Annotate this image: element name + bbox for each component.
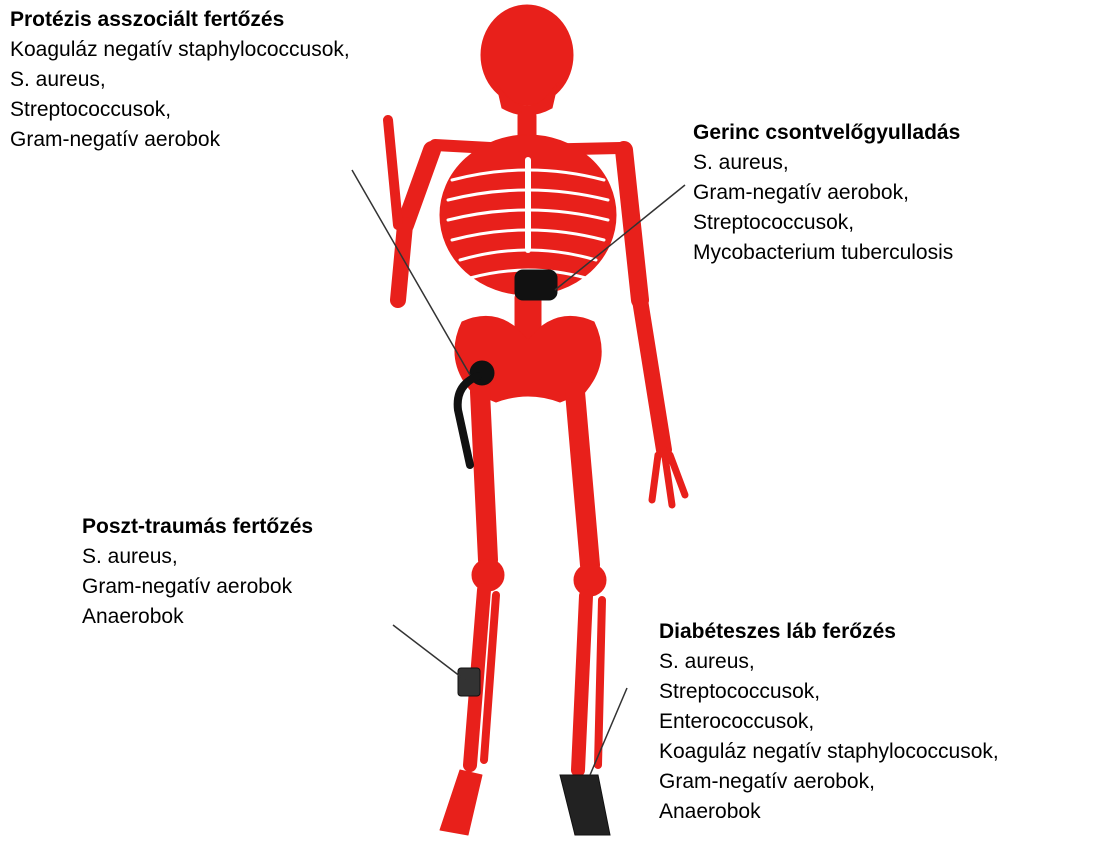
callout-prosthesis-item: Gram-negatív aerobok bbox=[10, 125, 350, 155]
callout-diabetic-item: Gram-negatív aerobok, bbox=[659, 767, 999, 797]
callout-trauma-item: Anaerobok bbox=[82, 602, 313, 632]
forearm-right bbox=[640, 300, 664, 450]
callout-prosthesis-item: S. aureus, bbox=[10, 65, 350, 95]
callout-diabetic-item: Enterococcusok, bbox=[659, 707, 999, 737]
callout-spine-title: Gerinc csontvelőgyulladás bbox=[693, 118, 960, 148]
callout-diabetic-item: Anaerobok bbox=[659, 797, 999, 827]
callout-prosthesis-item: Koaguláz negatív staphylococcusok, bbox=[10, 35, 350, 65]
hand-left bbox=[388, 120, 398, 225]
skeleton-bones bbox=[388, 5, 685, 835]
callout-spine-item: Mycobacterium tuberculosis bbox=[693, 238, 960, 268]
skull bbox=[481, 5, 573, 105]
callout-diabetic-item: Streptococcusok, bbox=[659, 677, 999, 707]
diabetic-foot-bones bbox=[560, 775, 610, 835]
humerus-right bbox=[624, 150, 640, 300]
foot-left bbox=[440, 770, 482, 835]
humerus-left bbox=[405, 150, 432, 225]
forearm-left bbox=[398, 225, 405, 300]
callout-prosthesis: Protézis asszociált fertőzés Koaguláz ne… bbox=[10, 5, 350, 155]
infected-vertebrae bbox=[515, 270, 557, 300]
femur-right bbox=[575, 392, 590, 565]
callout-spine-item: Gram-negatív aerobok, bbox=[693, 178, 960, 208]
fixation-plate bbox=[458, 668, 480, 696]
callout-diabetic-item: Koaguláz negatív staphylococcusok, bbox=[659, 737, 999, 767]
callout-diabetic: Diabéteszes láb ferőzés S. aureus, Strep… bbox=[659, 617, 999, 827]
tibia-right bbox=[578, 596, 586, 770]
fibula-right bbox=[598, 600, 602, 765]
callout-spine-item: Streptococcusok, bbox=[693, 208, 960, 238]
callout-spine-item: S. aureus, bbox=[693, 148, 960, 178]
callout-spine: Gerinc csontvelőgyulladás S. aureus, Gra… bbox=[693, 118, 960, 268]
callout-diabetic-title: Diabéteszes láb ferőzés bbox=[659, 617, 999, 647]
callout-diabetic-item: S. aureus, bbox=[659, 647, 999, 677]
leader-trauma bbox=[393, 625, 465, 680]
hand-right bbox=[652, 450, 685, 505]
callout-trauma-item: Gram-negatív aerobok bbox=[82, 572, 313, 602]
femur-left bbox=[480, 392, 488, 560]
callout-prosthesis-title: Protézis asszociált fertőzés bbox=[10, 5, 350, 35]
callout-trauma: Poszt-traumás fertőzés S. aureus, Gram-n… bbox=[82, 512, 313, 632]
callout-trauma-item: S. aureus, bbox=[82, 542, 313, 572]
callout-prosthesis-item: Streptococcusok, bbox=[10, 95, 350, 125]
callout-trauma-title: Poszt-traumás fertőzés bbox=[82, 512, 313, 542]
